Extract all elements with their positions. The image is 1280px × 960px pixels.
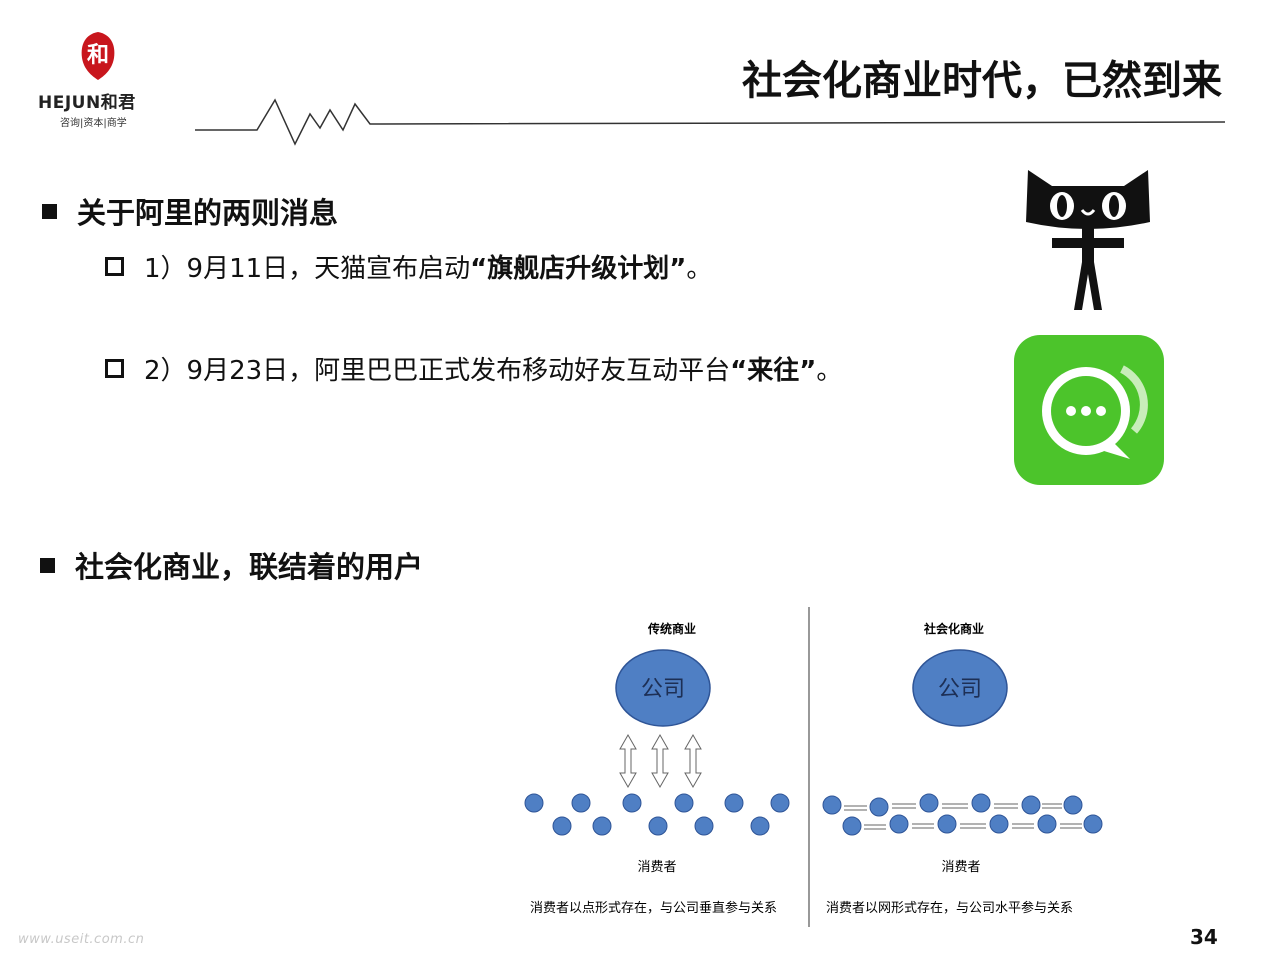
- watermark: www.useit.com.cn: [18, 932, 145, 947]
- vertical-double-arrows: [619, 733, 702, 789]
- news-item-highlight: “旗舰店升级计划”: [470, 254, 687, 284]
- traditional-consumer-dots: [524, 793, 790, 836]
- news-item-suffix: 。: [816, 356, 843, 386]
- traditional-caption: 消费者以点形式存在，与公司垂直参与关系: [530, 900, 777, 916]
- logo-brand: HEJUN和君: [38, 93, 136, 113]
- bullet-square: [42, 203, 57, 219]
- tmall-cat-icon: [1026, 170, 1150, 310]
- section-heading-ali-news: 关于阿里的两则消息: [42, 190, 338, 232]
- bullet-box: [105, 257, 124, 276]
- commerce-comparison-diagram: 传统商业 公司 消费者 消费者以点形式存在，与公司垂直参与关系 社会化商业 公司…: [524, 607, 1103, 927]
- section-heading-social-commerce: 社会化商业，联结着的用户: [40, 544, 423, 586]
- news-item-highlight: “来往”: [730, 356, 817, 386]
- social-caption: 消费者以网形式存在，与公司水平参与关系: [826, 900, 1073, 916]
- social-company-label: 公司: [938, 677, 982, 702]
- slide-title: 社会化商业时代，已然到来: [742, 58, 1222, 104]
- traditional-company-label: 公司: [641, 677, 685, 702]
- laiwang-chat-icon: [1014, 335, 1164, 485]
- news-item-text: 1）9月11日，天猫宣布启动: [144, 254, 471, 284]
- news-item-1: 1）9月11日，天猫宣布启动“旗舰店升级计划”。: [105, 248, 712, 285]
- section-heading-text: 关于阿里的两则消息: [77, 196, 339, 230]
- horizontal-double-arrows: [844, 803, 1082, 830]
- section-heading-text: 社会化商业，联结着的用户: [75, 550, 424, 584]
- traditional-title: 传统商业: [647, 621, 696, 636]
- page-number: 34: [1190, 925, 1218, 949]
- news-item-text: 2）9月23日，阿里巴巴正式发布移动好友互动平台: [144, 356, 731, 386]
- social-consumer-dots: [822, 793, 1103, 836]
- social-consumers-label: 消费者: [941, 860, 980, 875]
- traditional-consumers-label: 消费者: [637, 860, 676, 875]
- bullet-box: [105, 359, 124, 378]
- header-zigzag-line: [195, 98, 1225, 146]
- news-item-2: 2）9月23日，阿里巴巴正式发布移动好友互动平台“来往”。: [105, 350, 842, 387]
- bullet-square: [40, 557, 55, 573]
- social-title: 社会化商业: [923, 621, 984, 636]
- logo-seal-icon: 和: [81, 32, 115, 80]
- news-item-suffix: 。: [686, 254, 713, 284]
- traditional-company-circle: [615, 649, 711, 727]
- logo-tagline: 咨询|资本|商学: [60, 118, 127, 129]
- logo-seal-char: 和: [87, 42, 109, 68]
- social-company-circle: [912, 649, 1008, 727]
